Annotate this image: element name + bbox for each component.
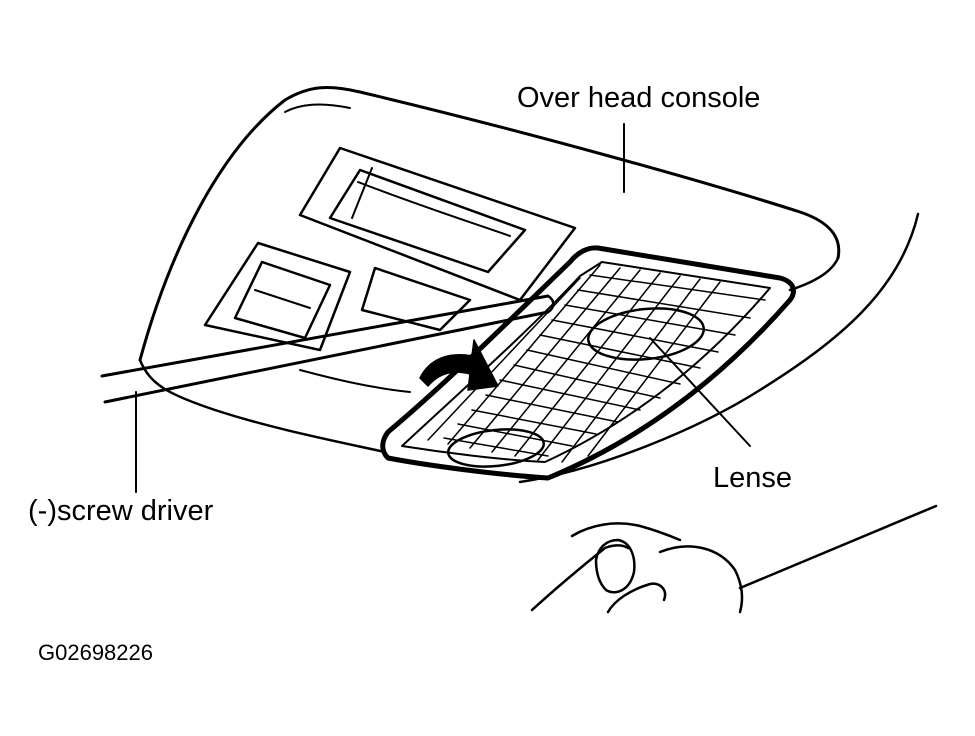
lense-label: Lense	[713, 462, 793, 494]
hand	[530, 504, 938, 614]
overhead-console-label: Over head console	[517, 82, 761, 114]
lens-grid	[427, 264, 766, 463]
lens-cover	[380, 245, 796, 481]
lens-upper-ellipse	[587, 307, 705, 361]
curved-arrow-icon	[419, 339, 499, 391]
leader-lense	[649, 337, 751, 447]
screw-driver-label: (-)screw driver	[28, 495, 214, 527]
figure-id-label: G02698226	[38, 640, 153, 665]
overhead-console-housing	[138, 86, 841, 454]
lens-lower-ellipse	[446, 428, 546, 468]
sunroof-switch-recess	[298, 146, 577, 302]
leader-lines	[135, 123, 751, 493]
map-switch-recess	[203, 241, 472, 393]
roof-headliner	[518, 212, 920, 484]
